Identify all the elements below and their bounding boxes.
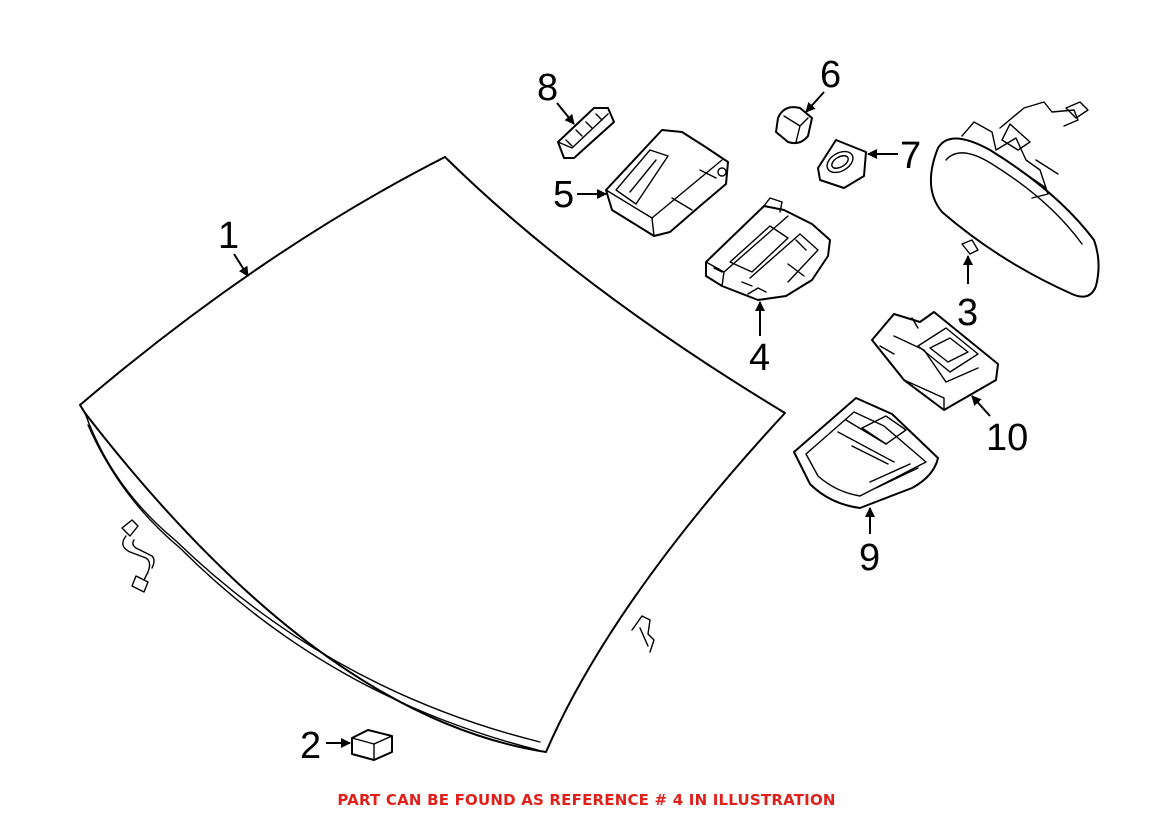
callout-4: 4 [749, 337, 770, 379]
part-9-overhead-cover [793, 397, 939, 509]
leader-8 [556, 102, 575, 125]
part-2-block [351, 729, 393, 761]
part-6-grommet [775, 106, 813, 145]
part-7-clip [817, 139, 867, 189]
leader-10 [971, 395, 991, 417]
callout-10: 10 [986, 417, 1028, 459]
part-10-frame [871, 311, 999, 411]
callout-7: 7 [900, 135, 921, 177]
callout-labels: 1 2 3 4 5 6 7 8 9 10 [218, 54, 1028, 767]
callout-2: 2 [300, 725, 321, 767]
callout-5: 5 [553, 174, 574, 216]
part-4-bracket [705, 197, 831, 301]
leader-lines [233, 91, 991, 748]
part-1-windshield [79, 156, 786, 753]
leader-1 [233, 253, 249, 277]
callout-1: 1 [218, 215, 239, 257]
part-3-mirror [929, 101, 1100, 298]
part-8-connector [557, 107, 615, 159]
callout-9: 9 [859, 537, 880, 579]
part-5-housing [605, 129, 729, 237]
callout-3: 3 [957, 292, 978, 334]
leader-6 [805, 91, 825, 113]
reference-caption: PART CAN BE FOUND AS REFERENCE # 4 IN IL… [337, 791, 836, 809]
callout-6: 6 [820, 54, 841, 96]
callout-8: 8 [537, 67, 558, 109]
